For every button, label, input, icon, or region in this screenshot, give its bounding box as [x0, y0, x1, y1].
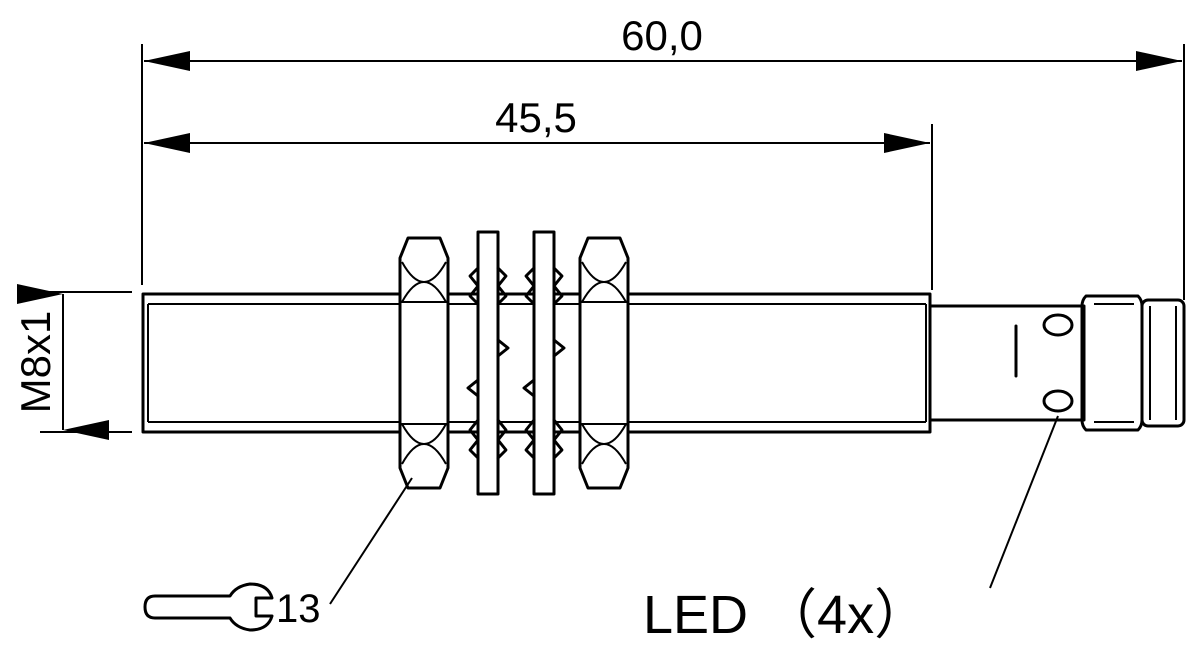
led-leader-line	[989, 415, 1059, 589]
hex-nut-right	[578, 236, 630, 490]
hex-nut-left	[398, 236, 450, 490]
lock-washer-left	[466, 230, 510, 496]
lock-washer-right	[522, 230, 566, 496]
overall-length-label: 60,0	[621, 12, 703, 59]
wrench-leader-line	[329, 477, 413, 605]
connector-m8	[1080, 294, 1186, 432]
sensor-tail	[928, 304, 1086, 422]
wrench-icon	[143, 582, 274, 632]
thread-size-label: M8x1	[12, 311, 59, 414]
led-window-top	[1042, 313, 1074, 337]
wrench-size-label: 13	[276, 587, 321, 631]
led-window-bottom	[1042, 389, 1074, 413]
thread-length-label: 45,5	[495, 94, 577, 141]
led-label: LED （4x）	[643, 585, 928, 645]
